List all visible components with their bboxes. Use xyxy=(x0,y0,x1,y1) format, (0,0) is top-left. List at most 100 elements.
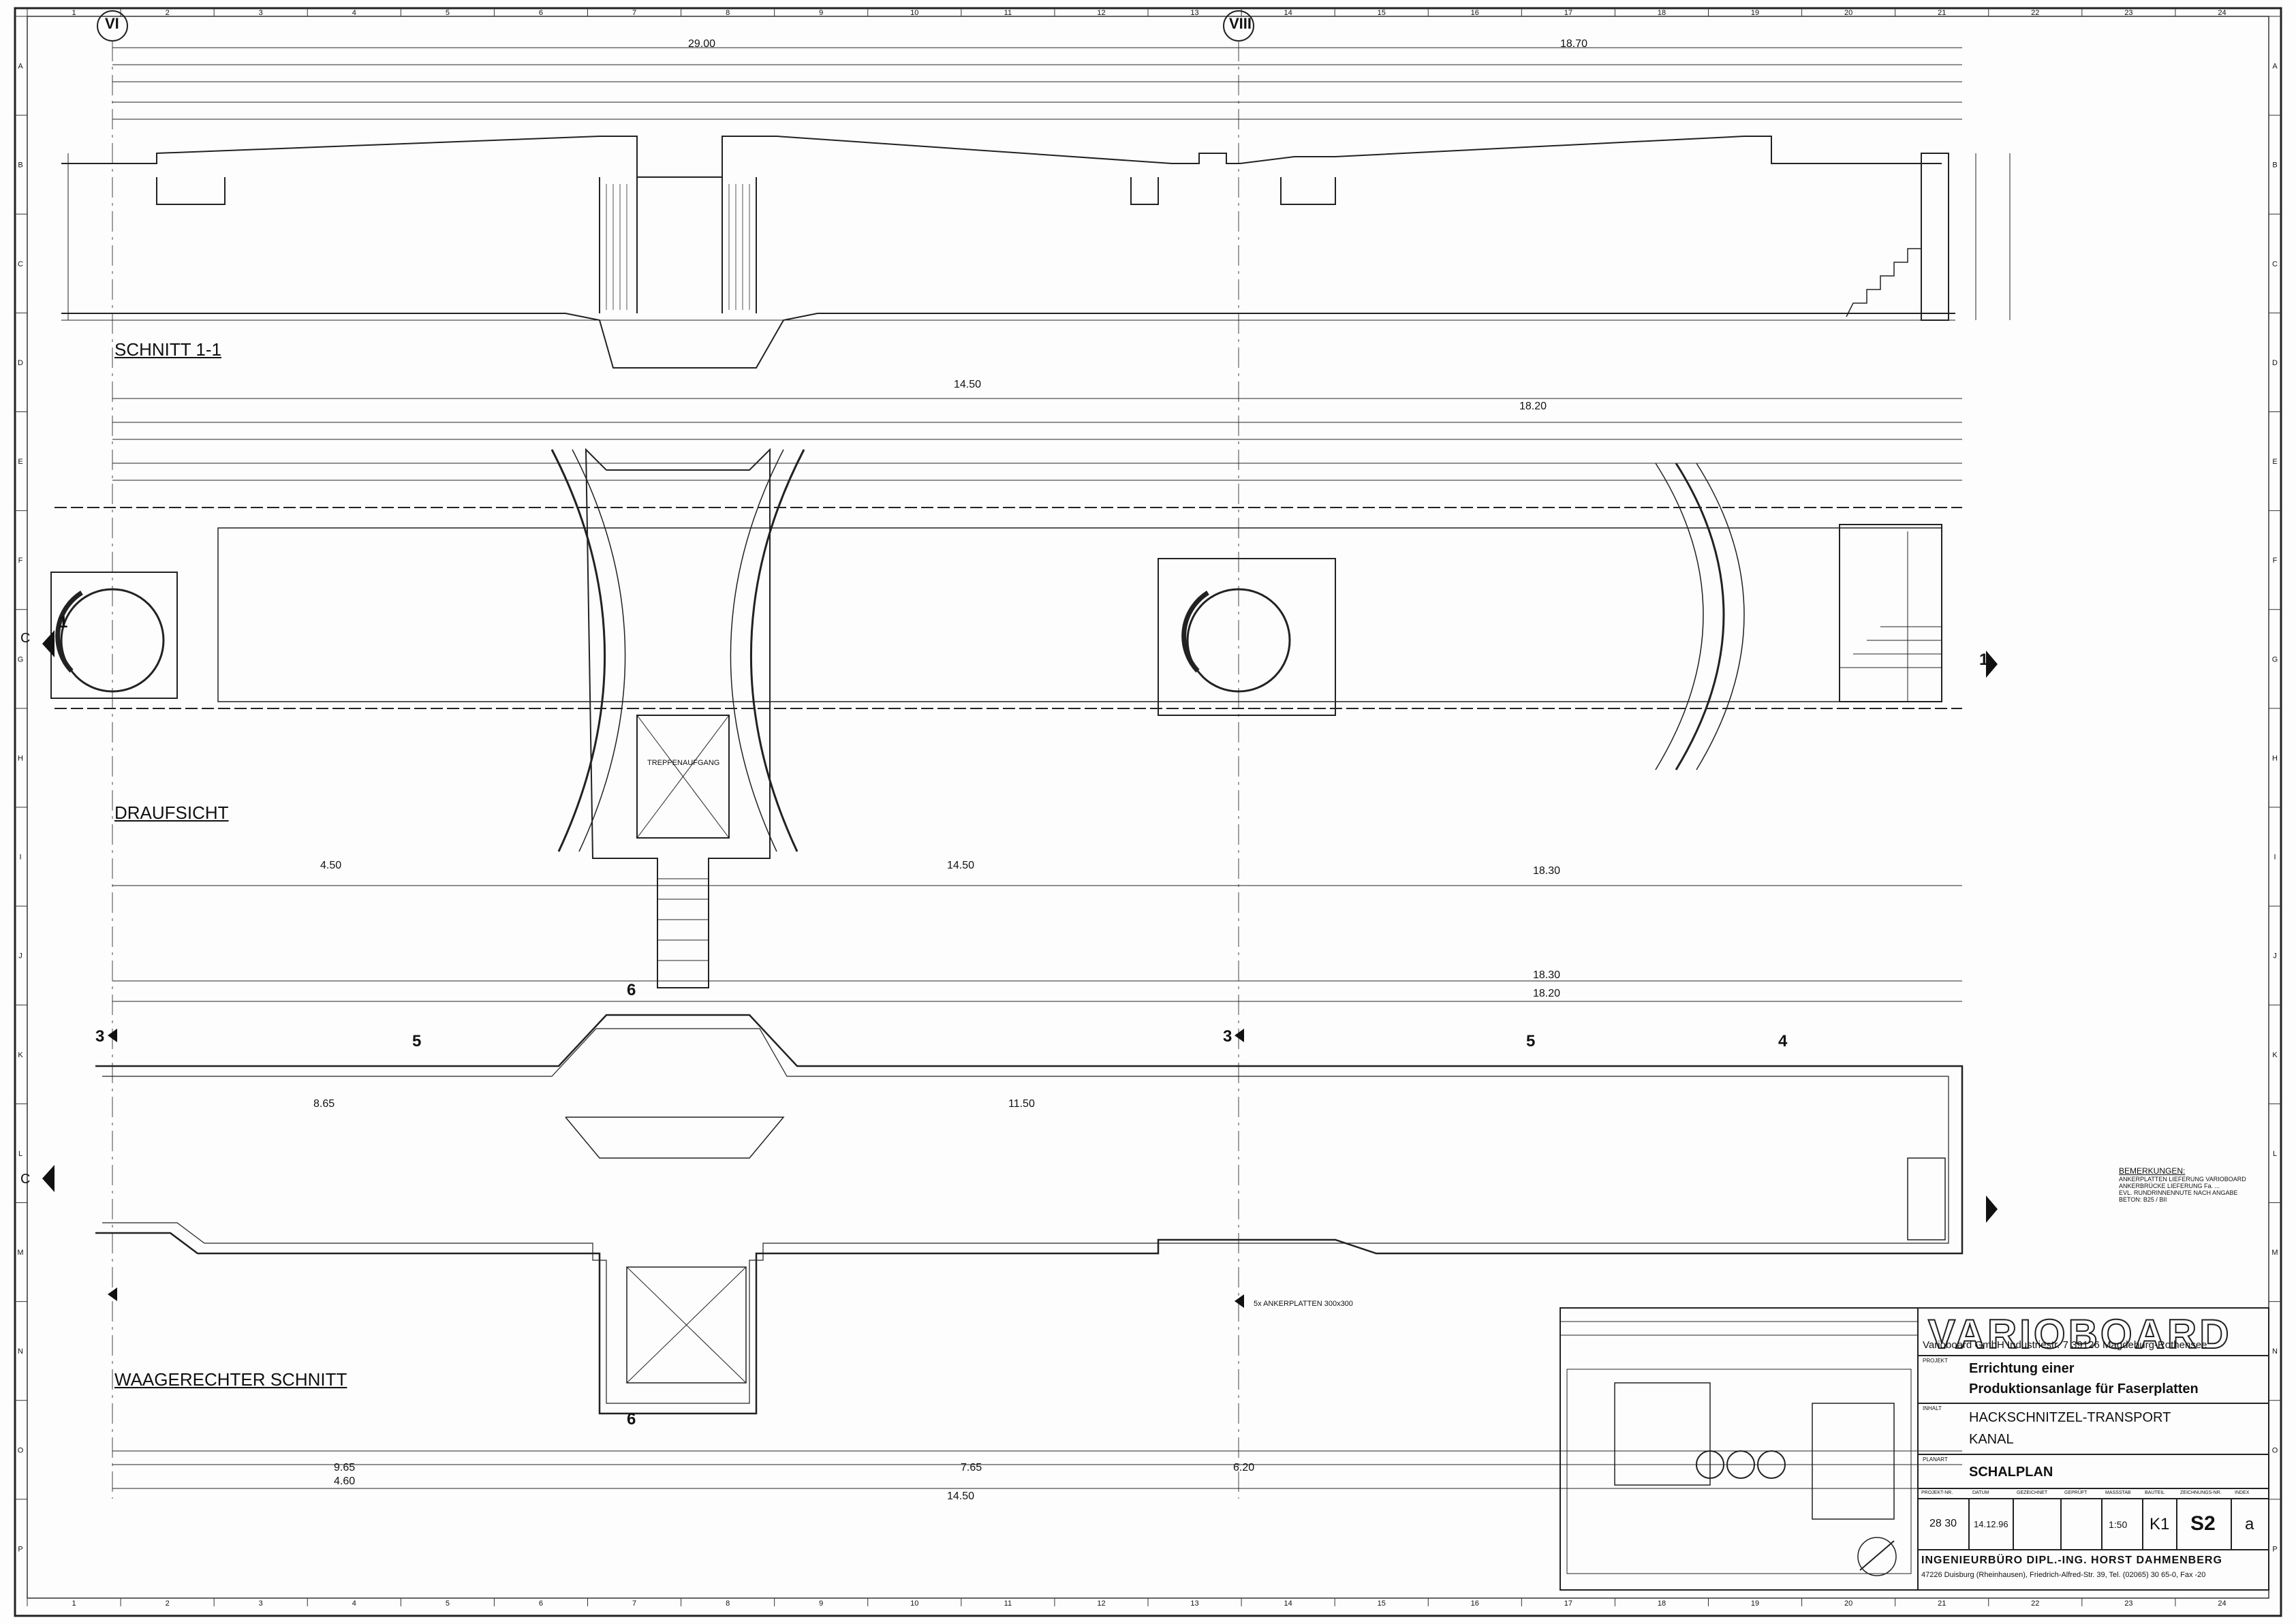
grid-ticks xyxy=(15,8,2281,1606)
marker-1-left: 1 xyxy=(59,613,68,631)
grid-letter-label: J xyxy=(18,952,22,961)
grid-number-label: 10 xyxy=(910,9,918,17)
view-title-horizontal: WAAGERECHTER SCHNITT xyxy=(114,1369,347,1390)
building-part: K1 xyxy=(2150,1515,2170,1533)
grid-letter-label: J xyxy=(2273,952,2277,961)
grid-number-label: 4 xyxy=(352,9,356,17)
view-title-section: SCHNITT 1-1 xyxy=(114,339,221,360)
grid-number-label: 6 xyxy=(539,1599,543,1608)
dim-bot-960: 9.65 xyxy=(334,1462,356,1473)
grid-letter-label: P xyxy=(18,1545,22,1553)
dim-bot-1830: 18.30 xyxy=(1533,969,1561,981)
grid-number-label: 7 xyxy=(632,1599,636,1608)
dim-bot-850: 8.65 xyxy=(313,1098,335,1110)
dim-bot-1820: 18.20 xyxy=(1533,988,1561,999)
horizontal-section xyxy=(95,980,1964,1489)
grid-number-label: 5 xyxy=(446,1599,450,1608)
grid-number-label: 19 xyxy=(1751,1599,1759,1608)
grid-letter-label: I xyxy=(2274,854,2276,862)
drawing-number: S2 xyxy=(2190,1512,2216,1535)
grid-number-label: 12 xyxy=(1097,1599,1105,1608)
grid-number-label: 17 xyxy=(1564,9,1572,17)
dim-bot-1450: 14.50 xyxy=(947,1490,975,1502)
subject-line-2: KANAL xyxy=(1969,1432,2014,1447)
grid-letter-label: D xyxy=(2272,359,2278,367)
dim-bot-460: 4.60 xyxy=(334,1475,356,1487)
grid-letter-label: O xyxy=(18,1446,24,1454)
note-stair: TREPPENAUFGANG xyxy=(647,759,720,767)
drawing-scale: 1:50 xyxy=(2109,1519,2128,1530)
marker-6-bottom: 6 xyxy=(627,1410,636,1428)
grid-number-label: 21 xyxy=(1938,9,1946,17)
grid-number-label: 6 xyxy=(539,9,543,17)
grid-letter-label: K xyxy=(2272,1051,2278,1059)
grid-letter-label: E xyxy=(2272,458,2277,466)
grid-number-label: 16 xyxy=(1471,9,1479,17)
remark-line: BETON: B25 / BII xyxy=(2119,1196,2167,1203)
remarks-block: BEMERKUNGEN: ANKERPLATTEN LIEFERUNG VARI… xyxy=(2119,1166,2262,1203)
grid-number-label: 4 xyxy=(352,1599,356,1608)
grid-letter-label: D xyxy=(18,359,23,367)
dim-mid-1830: 18.30 xyxy=(1533,865,1561,877)
grid-number-label: 2 xyxy=(166,1599,170,1608)
grid-number-label: 22 xyxy=(2031,1599,2039,1608)
plan-type: SCHALPLAN xyxy=(1969,1465,2053,1480)
marker-3-left: 3 xyxy=(95,1027,105,1046)
dim-bot-1150: 11.50 xyxy=(1008,1098,1035,1110)
marker-5-left: 5 xyxy=(412,1032,422,1050)
revision-index: a xyxy=(2245,1515,2254,1533)
grid-number-label: 17 xyxy=(1564,1599,1572,1608)
field-inhalt: INHALT xyxy=(1923,1405,1942,1411)
grid-letter-label: B xyxy=(18,161,22,170)
row-label: BAUTEIL xyxy=(2145,1490,2165,1495)
grid-number-label: 24 xyxy=(2218,1599,2226,1608)
grid-number-label: 14 xyxy=(1284,1599,1292,1608)
dim-mid-45: 4.50 xyxy=(320,860,342,871)
dim-bot-620: 6.20 xyxy=(1233,1462,1255,1473)
marker-3-mid: 3 xyxy=(1223,1027,1232,1046)
note-ankerplatten: 5x ANKERPLATTEN 300x300 xyxy=(1254,1300,1353,1308)
marker-5-right: 5 xyxy=(1526,1032,1536,1050)
remark-line: EVL. RUNDRINNENNUTE NACH ANGABE xyxy=(2119,1189,2238,1196)
dim-bot-765: 7.65 xyxy=(961,1462,982,1473)
field-projekt: PROJEKT xyxy=(1923,1358,1948,1364)
grid-number-label: 23 xyxy=(2124,1599,2132,1608)
grid-number-label: 18 xyxy=(1658,1599,1666,1608)
dim-mid-1450: 14.50 xyxy=(947,860,975,871)
remark-line: ANKERPLATTEN LIEFERUNG VARIOBOARD xyxy=(2119,1176,2246,1183)
grid-number-label: 22 xyxy=(2031,9,2039,17)
section-1-1 xyxy=(61,10,2011,1499)
grid-letter-label: N xyxy=(18,1347,23,1356)
row-label: DATUM xyxy=(1972,1490,1989,1495)
drawing-date: 14.12.96 xyxy=(1974,1519,2008,1529)
grid-number-label: 13 xyxy=(1190,1599,1198,1608)
grid-number-label: 10 xyxy=(910,1599,918,1608)
field-plan: PLANART xyxy=(1923,1456,1948,1463)
company-logo: VARIOBOARD xyxy=(1927,1311,2232,1358)
marker-1-right: 1 xyxy=(1979,651,1989,669)
grid-number-label: 11 xyxy=(1004,9,1012,17)
grid-number-label: 18 xyxy=(1658,9,1666,17)
view-title-plan: DRAUFSICHT xyxy=(114,802,229,823)
grid-number-label: 8 xyxy=(726,1599,730,1608)
grid-letter-label: O xyxy=(2272,1446,2278,1454)
grid-number-label: 23 xyxy=(2124,9,2132,17)
grid-letter-label: C xyxy=(18,260,23,268)
axis-label-right: VIII xyxy=(1229,15,1252,32)
grid-number-label: 14 xyxy=(1284,9,1292,17)
dim-plan-left: 14.50 xyxy=(954,379,982,390)
grid-number-label: 13 xyxy=(1190,9,1198,17)
grid-number-label: 9 xyxy=(819,1599,823,1608)
grid-number-label: 8 xyxy=(726,9,730,17)
remark-line: ANKERBRÜCKE LIEFERUNG Fa. ... xyxy=(2119,1183,2220,1189)
grid-letter-label: N xyxy=(2272,1347,2278,1356)
row-label: PROJEKT-NR. xyxy=(1921,1490,1953,1495)
marker-6-top: 6 xyxy=(627,981,636,999)
dim-plan-right: 18.20 xyxy=(1519,401,1547,412)
grid-number-label: 15 xyxy=(1378,1599,1386,1608)
grid-number-label: 20 xyxy=(1844,1599,1852,1608)
outer-frame xyxy=(14,7,2282,1617)
grid-number-label: 3 xyxy=(259,1599,263,1608)
